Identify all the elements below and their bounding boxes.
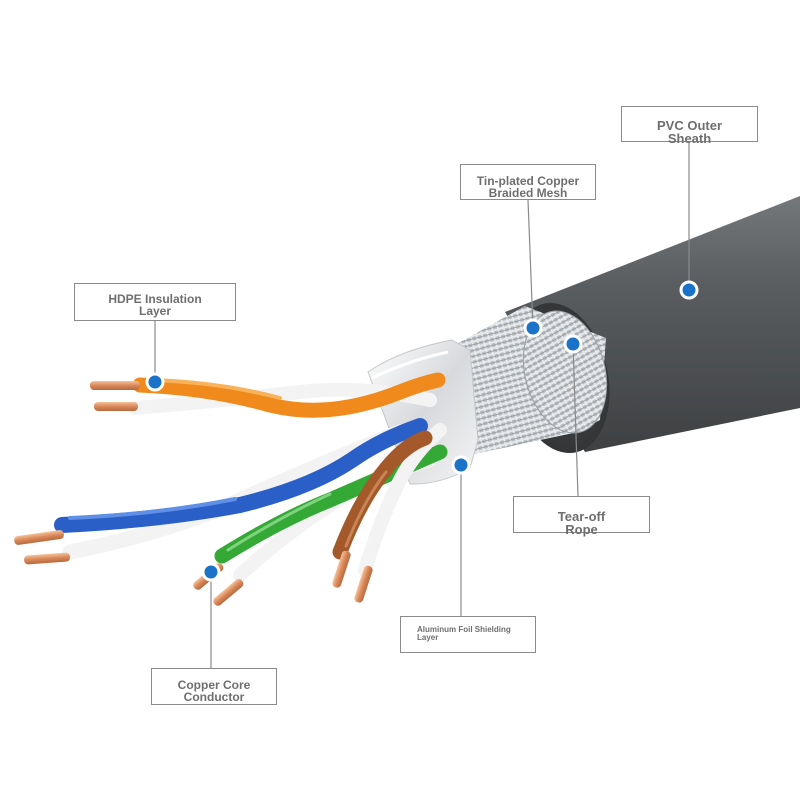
label-line: Layer <box>138 304 172 318</box>
marker-dot-icon <box>523 318 543 338</box>
label-line: Aluminum Foil Shielding <box>417 625 511 634</box>
label-line: Conductor <box>183 690 245 704</box>
label-tear-off-rope: Tear-off Rope <box>513 496 650 537</box>
aluminum-foil-shield <box>367 339 479 485</box>
label-line: Tear-off <box>557 509 606 524</box>
marker-dot-icon <box>145 372 165 392</box>
label-line: Layer <box>417 633 439 642</box>
label-line: Sheath <box>667 131 712 146</box>
marker-dots <box>145 280 699 582</box>
marker-dot-icon <box>563 334 583 354</box>
marker-dot-icon <box>451 455 471 475</box>
marker-dot-icon <box>201 562 221 582</box>
label-line: Copper Core <box>177 678 251 692</box>
label-copper-core: Copper Core Conductor <box>151 668 277 705</box>
label-pvc-outer-sheath: PVC Outer Sheath <box>621 106 758 146</box>
brown-wire-pair <box>332 423 447 603</box>
label-line: Tin-plated Copper <box>476 174 580 188</box>
label-line: Rope <box>565 522 598 537</box>
leader-lines <box>154 142 690 668</box>
orange-wire-pair <box>90 372 446 418</box>
marker-dot-icon <box>679 280 699 300</box>
label-line: HDPE Insulation <box>108 292 202 306</box>
label-hdpe-insulation: HDPE Insulation Layer <box>74 283 236 321</box>
label-aluminum-foil: Aluminum Foil Shielding Layer <box>400 616 536 653</box>
blue-wire-pair <box>14 418 428 565</box>
label-line: Braided Mesh <box>488 186 568 200</box>
label-line: PVC Outer <box>656 118 722 133</box>
label-braided-mesh: Tin-plated Copper Braided Mesh <box>460 164 596 200</box>
